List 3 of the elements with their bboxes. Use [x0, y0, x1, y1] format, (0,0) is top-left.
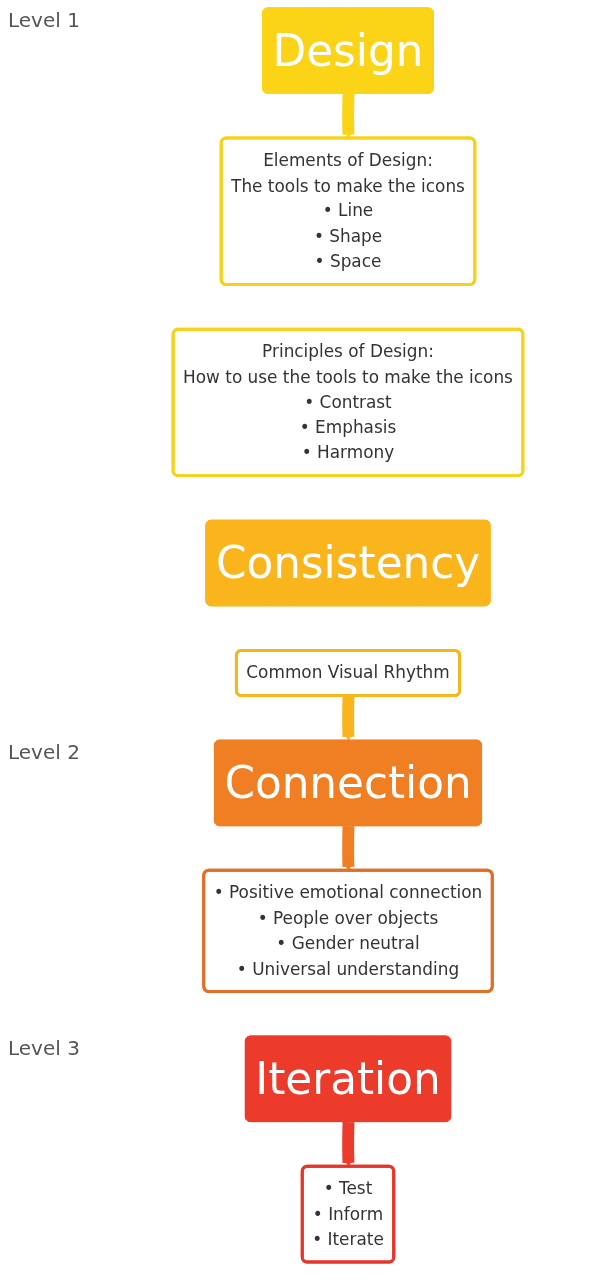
- level-label: Level 2: [8, 740, 80, 765]
- level-label: Level 1: [8, 7, 80, 32]
- level-label: Level 3: [8, 1036, 80, 1061]
